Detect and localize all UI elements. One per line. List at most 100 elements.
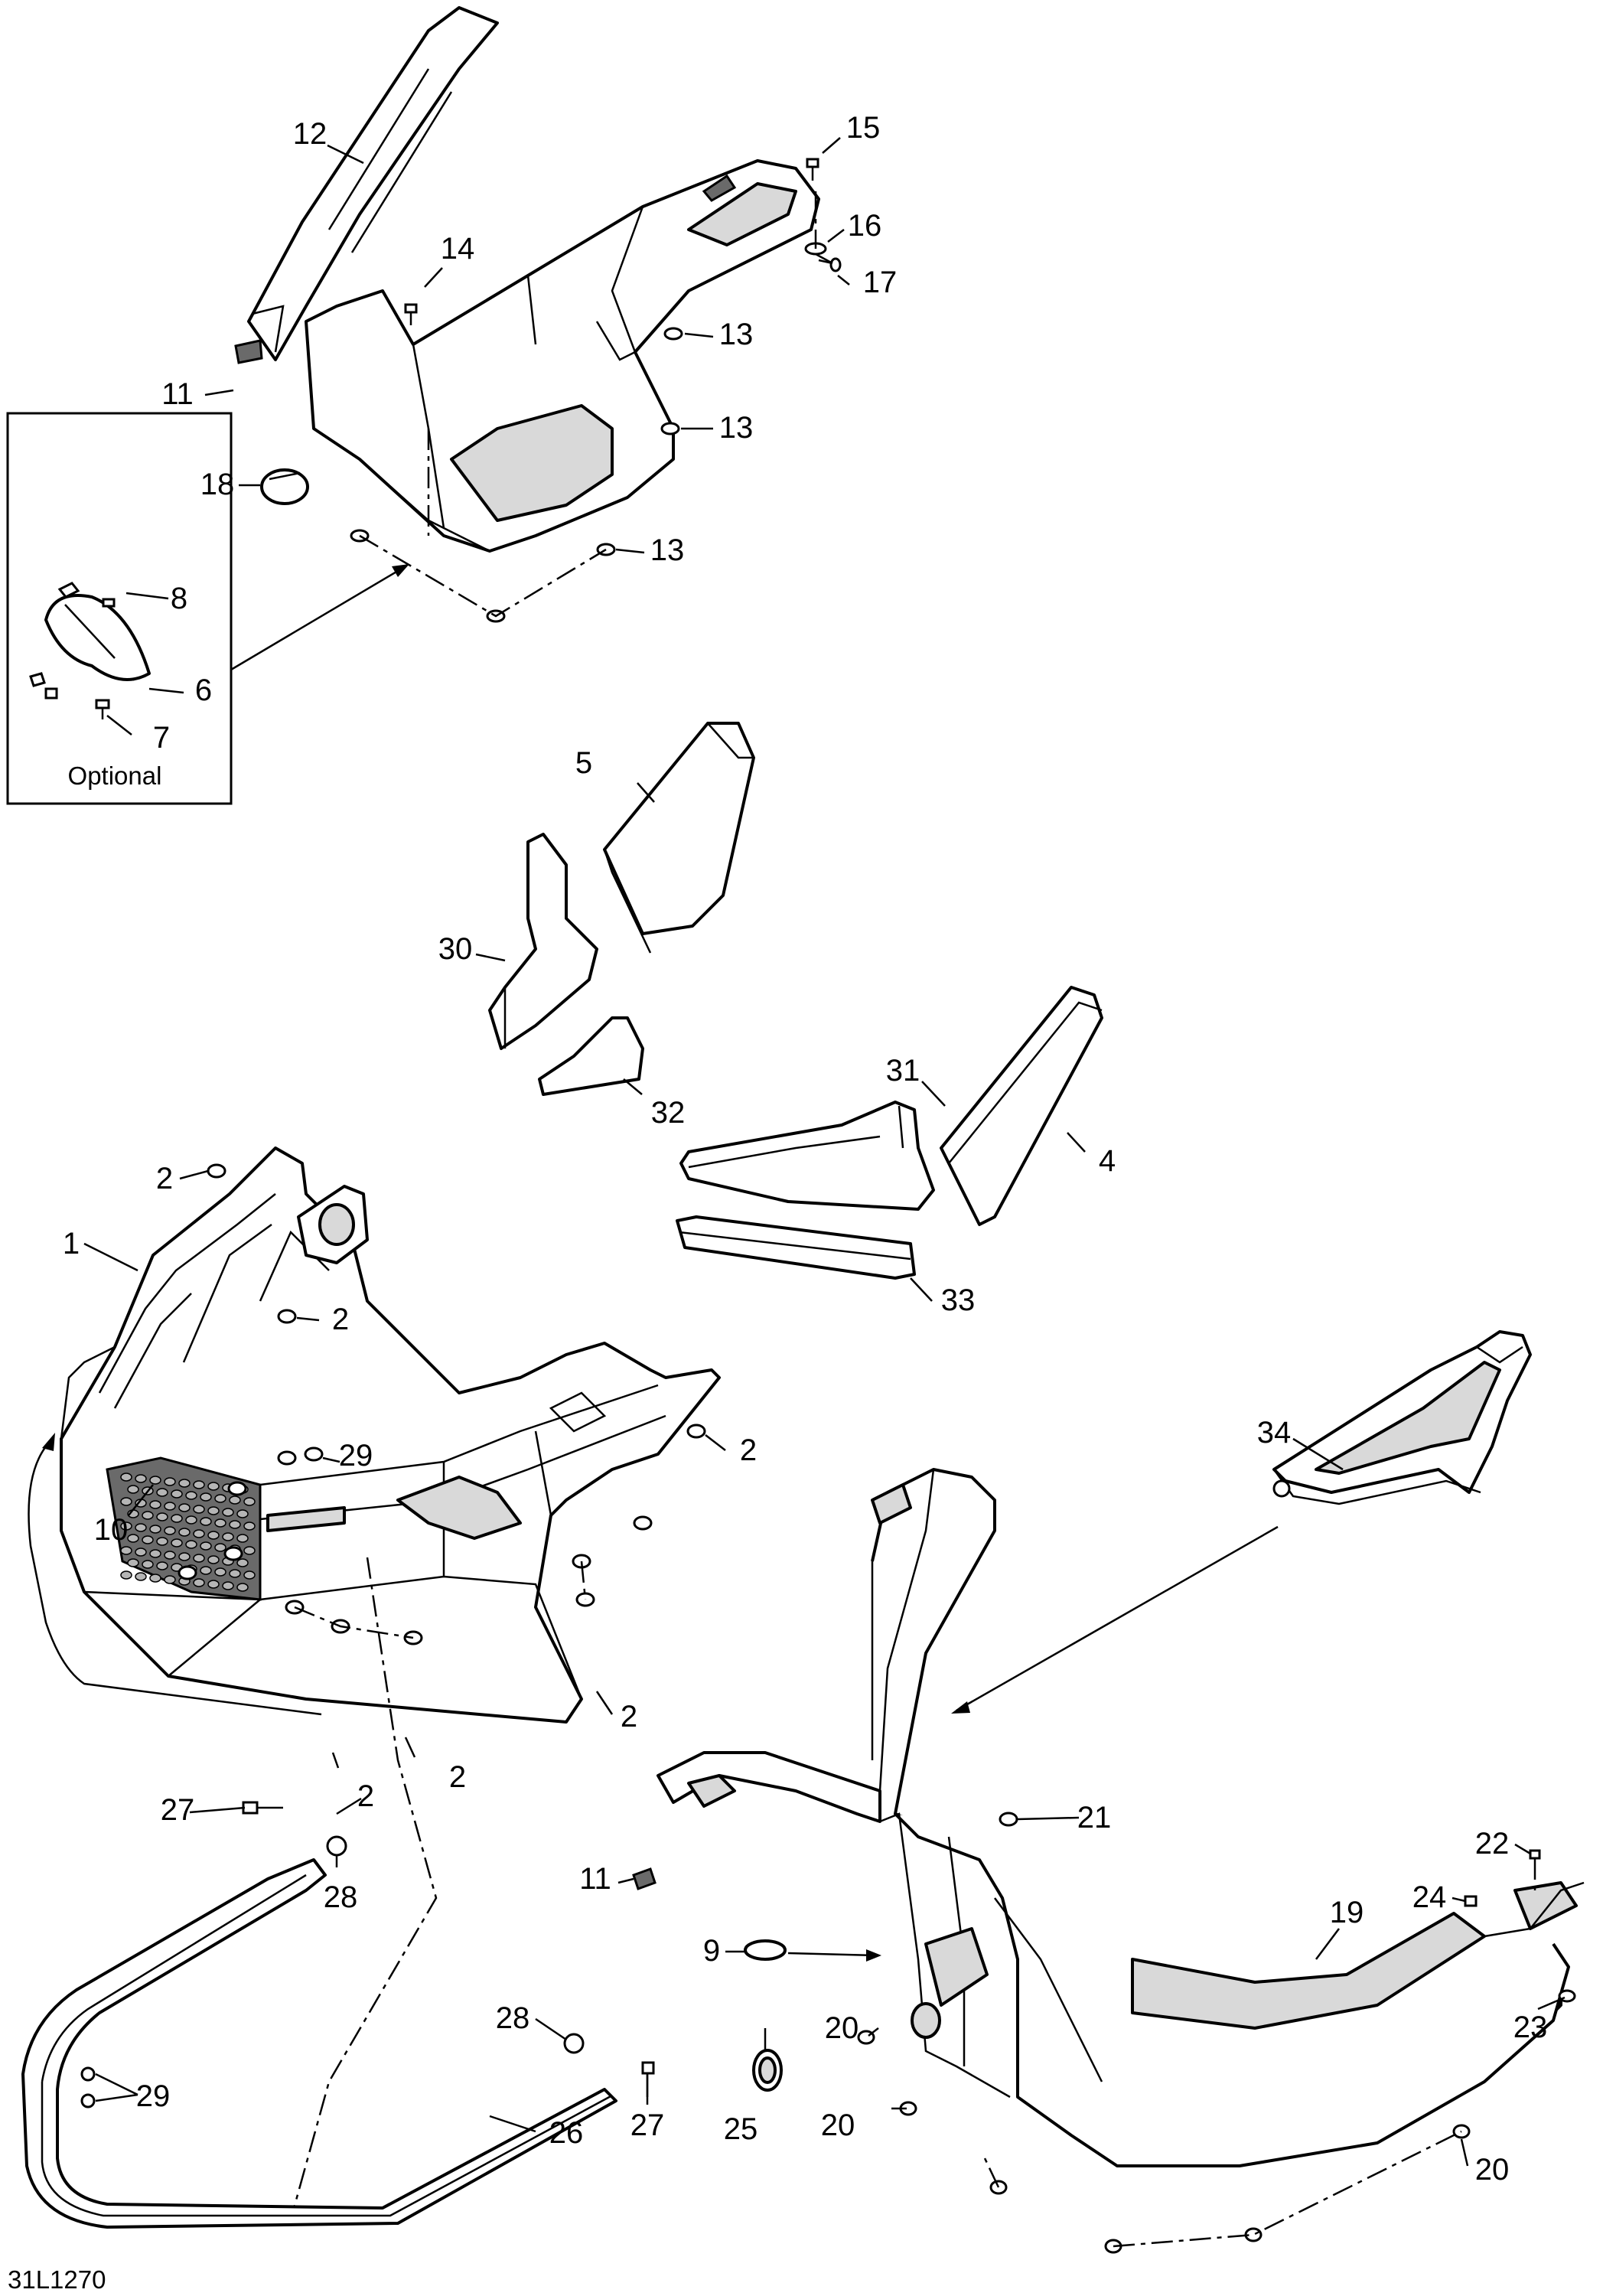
- grille-cell: [156, 1488, 168, 1497]
- grille-cell: [178, 1503, 191, 1512]
- fastener-24: [1464, 1895, 1478, 1907]
- callout-7: 7: [153, 721, 170, 755]
- grille-cell: [243, 1521, 256, 1531]
- callout-2b: 2: [332, 1303, 349, 1336]
- callout-9: 9: [703, 1934, 720, 1968]
- part-32-foam: [538, 1016, 644, 1096]
- grille-cell: [229, 1495, 241, 1505]
- grille-cell: [243, 1497, 256, 1506]
- grille-cell: [149, 1525, 161, 1534]
- grille-cell: [156, 1561, 168, 1570]
- grille-cell: [127, 1534, 139, 1543]
- grille-cell: [222, 1532, 234, 1541]
- grille-cell: [149, 1476, 161, 1485]
- side-panel-fasteners: [857, 1812, 1576, 2254]
- bumper-fasteners: [80, 1801, 655, 2108]
- grille-cell: [149, 1500, 161, 1509]
- grille-cell: [156, 1537, 168, 1546]
- optional-inset: Optional: [6, 412, 233, 805]
- fastener-27b: [641, 2061, 655, 2075]
- fastener-2c: [686, 1424, 706, 1439]
- callout-17: 17: [863, 266, 898, 299]
- inner-panel-body: [305, 159, 820, 553]
- grille-cell: [120, 1473, 132, 1482]
- grille-cell: [200, 1517, 212, 1526]
- callout-28a: 28: [324, 1880, 358, 1914]
- callout-18: 18: [200, 468, 235, 501]
- grille-cell: [200, 1492, 212, 1502]
- callout-27a: 27: [161, 1793, 195, 1827]
- grille-cell: [193, 1529, 205, 1538]
- callout-2c: 2: [740, 1433, 757, 1467]
- fastener-15: [806, 158, 819, 181]
- part-33-foam: [676, 1215, 916, 1280]
- callout-13a: 13: [719, 318, 754, 351]
- callout-33: 33: [941, 1283, 976, 1317]
- part-34-insert: [1272, 1330, 1532, 1505]
- grille-cell: [236, 1509, 249, 1518]
- fastener-13b: [660, 422, 680, 435]
- callout-2a: 2: [156, 1162, 173, 1195]
- callout-30: 30: [438, 932, 473, 966]
- callout-15: 15: [846, 111, 881, 145]
- callout-13b: 13: [719, 411, 754, 445]
- part-18-cap: [260, 468, 309, 505]
- grille-mesh: [120, 1473, 256, 1592]
- fastener-28b: [563, 2033, 585, 2054]
- grille-cell: [207, 1555, 220, 1564]
- grille-cell: [229, 1520, 241, 1529]
- grille-cell: [164, 1502, 176, 1511]
- part-12-strut: [247, 6, 499, 361]
- callout-31: 31: [886, 1054, 920, 1088]
- callout-32: 32: [651, 1096, 686, 1130]
- callout-23: 23: [1513, 2011, 1548, 2044]
- callout-34: 34: [1257, 1416, 1292, 1450]
- callout-6: 6: [195, 673, 212, 707]
- callout-20c: 20: [1475, 2153, 1510, 2187]
- callout-4: 4: [1099, 1144, 1116, 1178]
- leader-lines: [83, 137, 1566, 2167]
- callout-24: 24: [1412, 1880, 1447, 1914]
- callout-29a: 29: [339, 1439, 373, 1473]
- side-panel-assembly: [632, 1468, 1585, 2167]
- grille-cell: [120, 1546, 132, 1555]
- callout-1: 1: [63, 1227, 80, 1261]
- grille-cell: [214, 1567, 226, 1577]
- grille-cell: [171, 1489, 183, 1499]
- fastener-27a: [242, 1801, 259, 1815]
- fastener-2b: [277, 1309, 297, 1324]
- callout-2f: 2: [449, 1760, 466, 1794]
- callout-20a: 20: [825, 2011, 859, 2045]
- callout-16: 16: [848, 209, 882, 243]
- callout-11b: 11: [579, 1862, 611, 1896]
- grille-cell: [127, 1558, 139, 1567]
- fastener-29e: [80, 2066, 96, 2082]
- fastener-29b: [304, 1446, 324, 1462]
- part-5-foam: [603, 722, 755, 935]
- inset-optional-label: Optional: [68, 762, 162, 790]
- part-25-plug: [752, 2049, 783, 2092]
- part-30-foam: [488, 833, 598, 1050]
- part-26-bumper: [21, 1858, 617, 2229]
- fastener-13a: [663, 327, 683, 341]
- grille-cell: [135, 1548, 147, 1557]
- callout-8: 8: [171, 582, 187, 615]
- grille-cell: [135, 1523, 147, 1532]
- grille-cell: [178, 1479, 191, 1488]
- fastener-2f: [633, 1515, 653, 1531]
- callout-labels: 12 14 15 16 17 13 13 13 11 18 8 6 7 5 30…: [63, 111, 1547, 2187]
- grille-cell: [236, 1534, 249, 1543]
- grille-cell: [135, 1474, 147, 1483]
- grille-cell: [193, 1578, 205, 1587]
- fastener-29d: [223, 1546, 243, 1561]
- fastener-29a: [277, 1450, 297, 1466]
- grille-cell: [214, 1494, 226, 1503]
- callout-11a: 11: [161, 377, 194, 411]
- grille-cell: [207, 1482, 220, 1491]
- part-6-bracket: [44, 594, 151, 681]
- part-31-foam: [679, 1101, 935, 1211]
- callout-10: 10: [94, 1513, 129, 1547]
- callout-29b: 29: [136, 2079, 171, 2113]
- grille-cell: [164, 1551, 176, 1560]
